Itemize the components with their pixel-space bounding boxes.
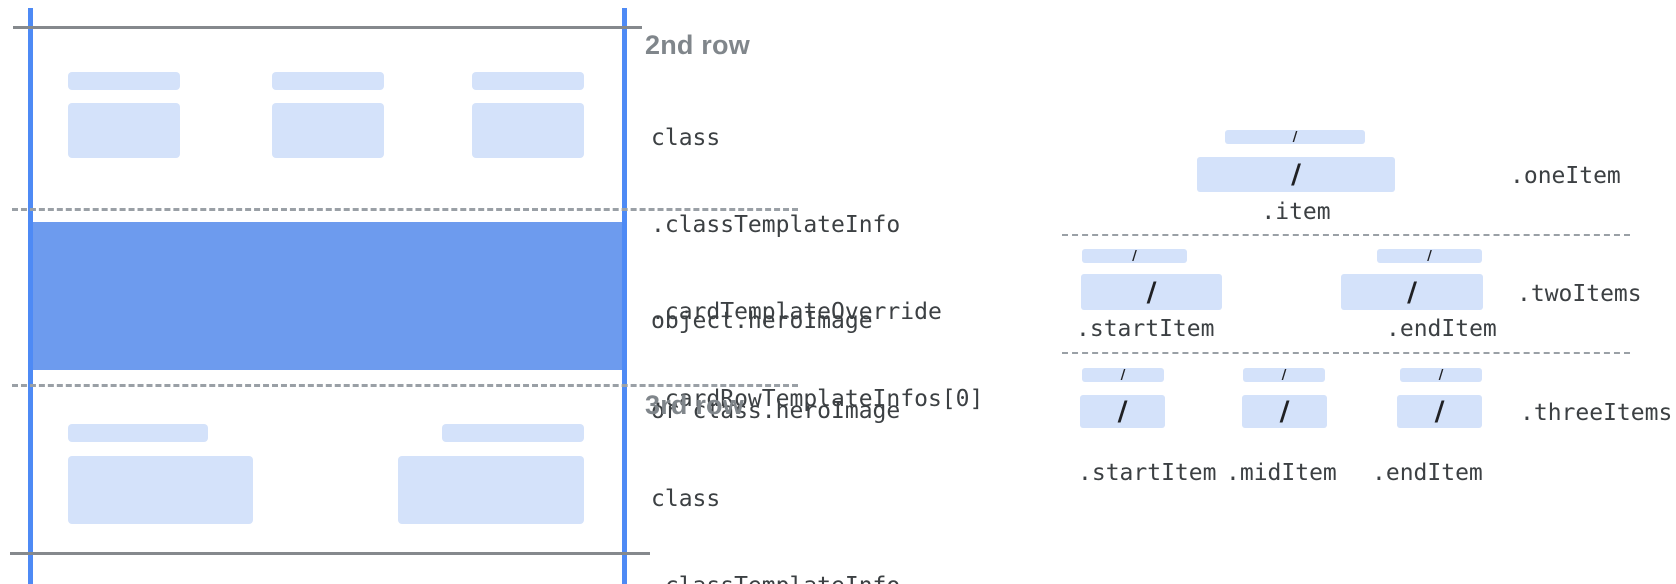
row2-col3-value-placeholder	[472, 103, 584, 158]
slash-glyph: /	[1146, 276, 1157, 308]
one-item-container-label: .oneItem	[1510, 163, 1621, 189]
slash-glyph: /	[1438, 367, 1444, 383]
slash-glyph: /	[1281, 367, 1287, 383]
one-item-label-bar: /	[1225, 130, 1365, 144]
code-line: .classTemplateInfo	[651, 572, 983, 584]
card-top-edge-line	[13, 26, 642, 29]
three-items-start-label-bar: /	[1082, 368, 1164, 382]
hero-code-annotation: object.heroImage or class.heroImage	[651, 246, 900, 486]
two-items-container-label: .twoItems	[1517, 281, 1642, 307]
row2-col1-label-placeholder	[68, 72, 180, 90]
hero-divider-dashed-line	[12, 384, 798, 387]
two-three-divider-dashed-line	[1062, 352, 1630, 354]
row3-col2-label-placeholder	[442, 424, 584, 442]
row3-col1-value-placeholder	[68, 456, 253, 524]
end-item-field-label: .endItem	[1386, 316, 1497, 342]
code-line: .cardRowTemplateInfos[0]	[651, 386, 984, 412]
code-line: or class.heroImage	[651, 398, 901, 424]
two-items-end-label-bar: /	[1377, 249, 1482, 263]
row2-col2-label-placeholder	[272, 72, 384, 90]
slash-glyph: /	[1117, 396, 1128, 427]
row2-code-annotation: class .classTemplateInfo .cardTemplateOv…	[651, 66, 983, 472]
start-item-field-label: .startItem	[1076, 316, 1215, 342]
mid-item-field-label: .midItem	[1226, 460, 1337, 486]
slash-glyph: /	[1292, 129, 1298, 145]
code-line: .classTemplateInfo	[651, 212, 901, 238]
row3-col1-label-placeholder	[68, 424, 208, 442]
slash-glyph: /	[1291, 159, 1301, 190]
code-line: .cardTemplateOverride	[651, 299, 942, 325]
two-items-start-label-bar: /	[1082, 249, 1187, 263]
slash-glyph: /	[1407, 276, 1417, 308]
row2-col1-value-placeholder	[68, 103, 180, 158]
two-items-start-value-bar: /	[1081, 274, 1222, 310]
three-items-mid-label-bar: /	[1243, 368, 1325, 382]
slash-glyph: /	[1132, 248, 1137, 264]
code-line: object.heroImage	[651, 308, 873, 334]
slash-glyph: /	[1279, 396, 1290, 427]
hero-image-band	[33, 222, 622, 370]
three-items-start-value-bar: /	[1080, 395, 1165, 428]
three-items-end-value-bar: /	[1397, 395, 1482, 428]
row2-col3-label-placeholder	[472, 72, 584, 90]
one-two-divider-dashed-line	[1062, 234, 1630, 236]
row2-col2-value-placeholder	[272, 103, 384, 158]
code-line: class	[651, 486, 721, 512]
row2-divider-dashed-line	[12, 208, 798, 211]
row3-col2-value-placeholder	[398, 456, 584, 524]
two-items-end-value-bar: /	[1341, 274, 1483, 310]
slash-glyph: /	[1427, 248, 1432, 264]
row2-title: 2nd row	[645, 30, 750, 60]
end-item-field-label: .endItem	[1372, 460, 1483, 486]
row3-code-annotation: class .classTemplateInfo .cardTemplateOv…	[651, 427, 983, 584]
row3-title: 3rd row	[645, 390, 744, 420]
three-items-mid-value-bar: /	[1242, 395, 1327, 428]
slash-glyph: /	[1120, 367, 1126, 383]
item-field-label: .item	[1261, 199, 1331, 225]
card-right-margin-guide	[622, 8, 627, 584]
three-items-container-label: .threeItems	[1520, 400, 1673, 426]
card-bottom-edge-line	[10, 552, 650, 555]
slash-glyph: /	[1434, 396, 1445, 427]
one-item-value-bar: /	[1197, 157, 1395, 192]
card-left-margin-guide	[28, 8, 33, 584]
three-items-end-label-bar: /	[1400, 368, 1482, 382]
code-line: class	[651, 125, 721, 151]
start-item-field-label: .startItem	[1078, 460, 1217, 486]
